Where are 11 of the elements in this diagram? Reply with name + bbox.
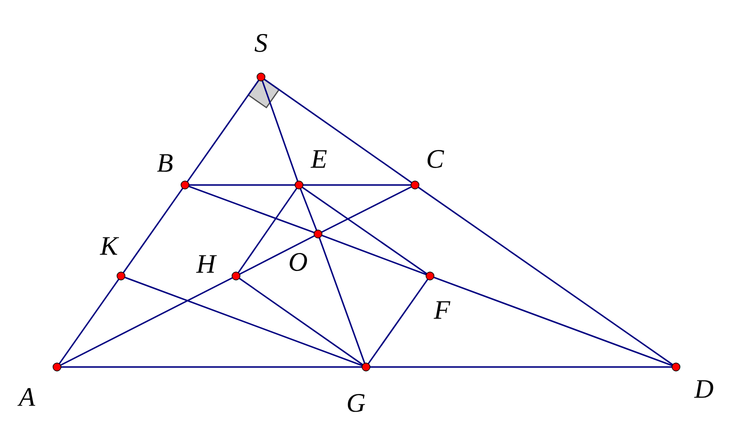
point-label: F [434, 301, 450, 319]
point-label: E [310, 150, 327, 168]
point-label: O [290, 253, 307, 271]
point-label: S [254, 34, 268, 52]
point-label: B [157, 154, 173, 172]
point-label: A [17, 388, 36, 406]
point-label: H [196, 255, 217, 273]
point-label: G [348, 394, 366, 412]
point-label: C [428, 150, 444, 168]
point-label: D [694, 380, 714, 398]
point-label: K [100, 237, 120, 255]
